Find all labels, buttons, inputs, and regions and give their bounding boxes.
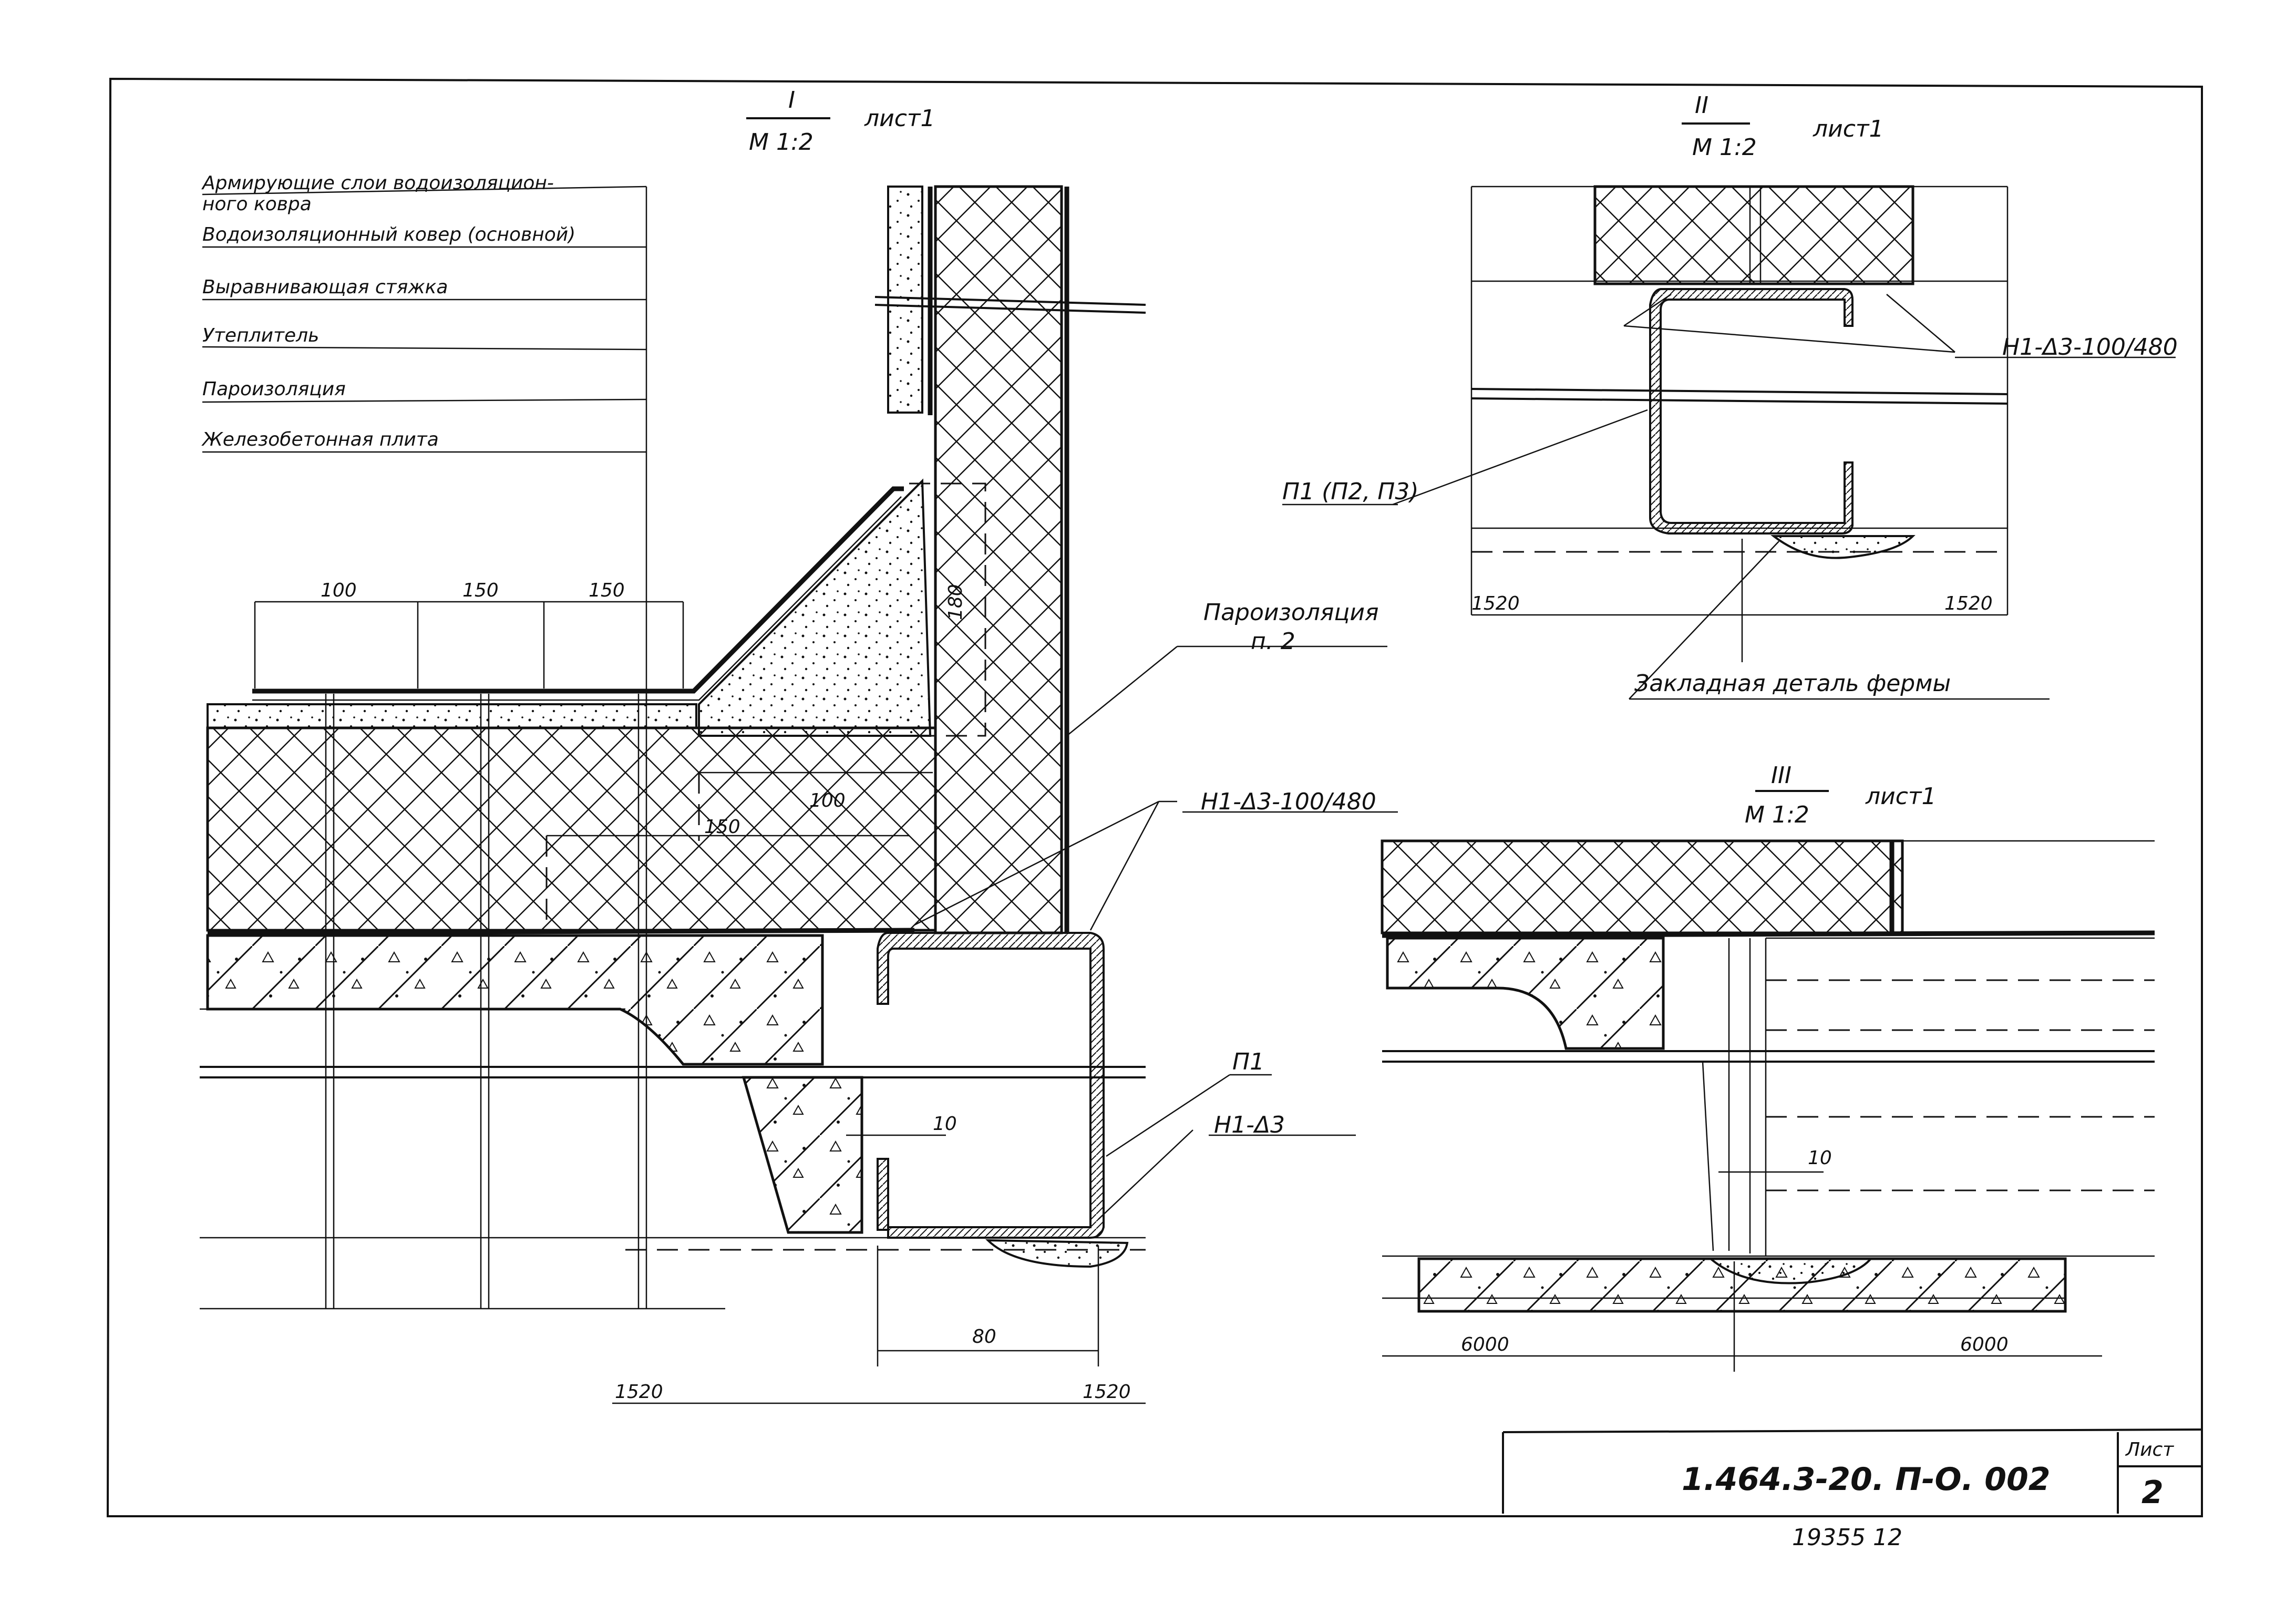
view-1-sheet: лист1 bbox=[864, 105, 935, 132]
v3-dim-6000-right: 6000 bbox=[1960, 1334, 2009, 1355]
legend-item-3: Выравнивающая стяжка bbox=[202, 276, 448, 298]
view-1-scale: M 1:2 bbox=[749, 129, 814, 156]
callout-vapor-barrier-ref: п. 2 bbox=[1251, 628, 1295, 655]
view-3-numeral: III bbox=[1771, 762, 1792, 789]
view-2-numeral: II bbox=[1695, 92, 1708, 119]
dim-1520-right: 1520 bbox=[1083, 1381, 1131, 1403]
dim-100: 100 bbox=[321, 580, 357, 601]
callout-weld-1: Н1-Δ3-100/480 bbox=[1201, 788, 1376, 815]
view-1-numeral: I bbox=[788, 87, 795, 114]
roof-insulation bbox=[206, 726, 937, 932]
dim-180: 180 bbox=[945, 584, 966, 620]
legend-item-1b: ного ковра bbox=[202, 193, 312, 215]
legend-item-5: Пароизоляция bbox=[202, 378, 346, 400]
v2-dim-1520-left: 1520 bbox=[1471, 593, 1520, 614]
view-2-profile bbox=[1649, 288, 1854, 534]
v3-dim-10: 10 bbox=[1808, 1147, 1832, 1169]
view-1-top-dimensions: 100 150 150 bbox=[254, 580, 684, 688]
dim-150b: 150 bbox=[589, 580, 625, 601]
view-2-sheet: лист1 bbox=[1813, 116, 1884, 142]
sheet-number: 2 bbox=[2141, 1474, 2164, 1511]
dim-150a: 150 bbox=[462, 580, 499, 601]
legend-item-4: Утеплитель bbox=[202, 325, 319, 346]
view-2: II M 1:2 лист1 1520 1520 Н1-Δ3-100/480 П… bbox=[1282, 92, 2178, 700]
screed-wedge bbox=[698, 478, 932, 737]
view-2-profile-label: П1 (П2, П3) bbox=[1282, 478, 1419, 505]
legend-item-1: Армирующие слои водоизоляцион- bbox=[201, 172, 554, 194]
view-3-scale: M 1:2 bbox=[1745, 801, 1809, 828]
legend-item-2: Водоизоляционный ковер (основной) bbox=[202, 224, 575, 245]
dim-80: 80 bbox=[972, 1326, 996, 1348]
view-3-sheet: лист1 bbox=[1865, 783, 1937, 810]
steel-profile-p1 bbox=[877, 932, 1105, 1239]
dim-10: 10 bbox=[933, 1113, 957, 1135]
callout-weld-2: Н1-Δ3 bbox=[1214, 1112, 1285, 1138]
view-3-insulation bbox=[1381, 839, 1904, 934]
sheet-frame bbox=[106, 77, 2203, 1517]
leveling-screed bbox=[207, 703, 697, 729]
archive-number: 19355 12 bbox=[1792, 1524, 1902, 1551]
layer-legend: Армирующие слои водоизоляцион- ного ковр… bbox=[201, 172, 647, 704]
sheet-label: Лист bbox=[2125, 1439, 2174, 1461]
callout-vapor-barrier: Пароизоляция bbox=[1203, 599, 1378, 626]
v2-dim-1520-right: 1520 bbox=[1944, 593, 1993, 614]
legend-item-6: Железобетонная плита bbox=[201, 429, 439, 450]
concrete-slab bbox=[206, 934, 824, 1066]
view-3-concrete bbox=[1386, 937, 1665, 1050]
view-2-weld: Н1-Δ3-100/480 bbox=[2002, 334, 2178, 361]
view-1: I M 1:2 лист1 Армирующие слои водоизоляц… bbox=[200, 87, 1398, 1404]
callout-profile-p1: П1 bbox=[1232, 1048, 1264, 1075]
embedded-detail-label: Закладная деталь фермы bbox=[1634, 670, 1951, 697]
dim-150c: 150 bbox=[704, 816, 740, 838]
title-block: 1.464.3-20. П-О. 002 Лист 2 19355 12 bbox=[1502, 1428, 2202, 1551]
view-2-scale: M 1:2 bbox=[1692, 134, 1757, 161]
v3-dim-6000-left: 6000 bbox=[1461, 1334, 1509, 1355]
drawing-code: 1.464.3-20. П-О. 002 bbox=[1682, 1461, 2050, 1498]
view-3: III M 1:2 лист1 10 6000 6000 bbox=[1381, 762, 2155, 1372]
dim-100b: 100 bbox=[809, 790, 846, 811]
dim-1520-left: 1520 bbox=[615, 1381, 663, 1403]
view-2-insulation bbox=[1593, 185, 1914, 285]
